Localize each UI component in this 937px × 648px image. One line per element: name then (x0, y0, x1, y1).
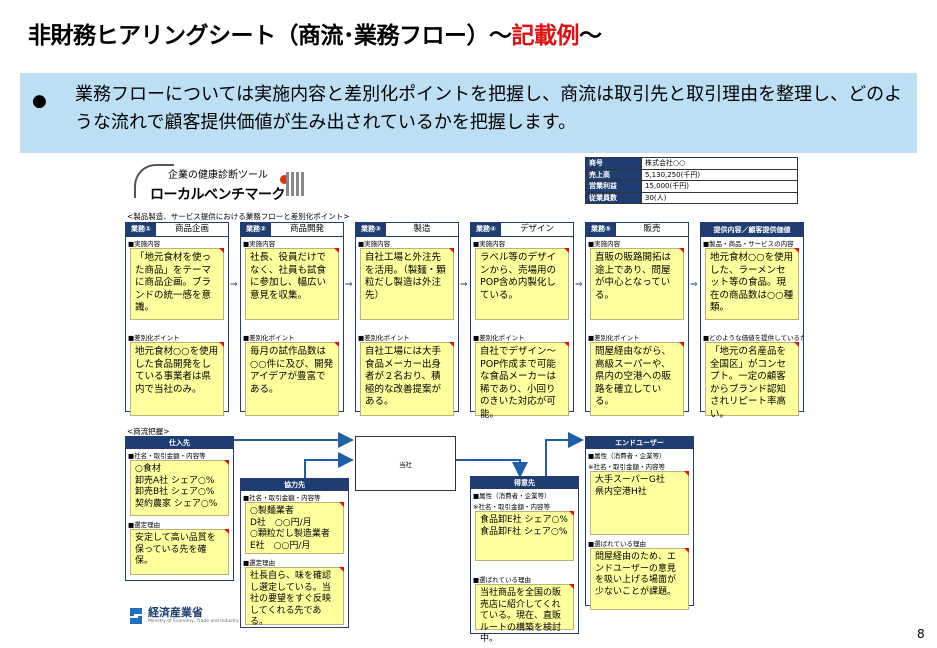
arrow-icon: ⇒ (230, 280, 238, 290)
building-icon (286, 172, 304, 196)
supplier-box: 仕入先 ■社名・取引金額・内容等 ○食材卸売A社 シェア○%卸売B社 シェア○%… (125, 436, 234, 581)
page-number: 8 (917, 627, 925, 641)
value-column: 提供内容／顧客提供価値 ■製品・商品・サービスの内容 地元食材○○を使用した、ラ… (700, 222, 804, 420)
summary-text: 業務フローについては実施内容と差別化ポイントを把握し、商流は取引先と取引理由を整… (75, 84, 903, 133)
own-company-box: 当社 (355, 436, 456, 491)
arrow-icon: ⇒ (345, 280, 353, 290)
customer-box: 得意先 ■属性（消費者・企業等） ※社名・取引金額・内容等 食品卸E社 シェア○… (470, 476, 579, 644)
table-row: 商号株式会社○○ (585, 157, 798, 170)
arrow-icon: ⇒ (460, 280, 468, 290)
summary-banner: ● 業務フローについては実施内容と差別化ポイントを把握し、商流は取引先と取引理由… (20, 73, 917, 153)
enduser-box: エンドユーザー ■属性（消費者・企業等） ※社名・取引金額・内容等 大手スーパー… (585, 436, 694, 610)
stethoscope-icon (134, 164, 174, 198)
red-dot-icon (280, 175, 289, 184)
flow-section-label: <製品製造、サービス提供における業務フローと差別化ポイント> (127, 212, 350, 221)
meti-mark-icon (130, 608, 142, 624)
arrow-icon: ⇒ (690, 280, 698, 290)
arrow-icon: ⇒ (575, 280, 583, 290)
localbench-logo: 企業の健康診断ツール ローカルベンチマーク (126, 162, 306, 210)
bullet-icon: ● (32, 91, 47, 111)
trade-section-label: <商流把握> (127, 427, 170, 436)
page-title: 非財務ヒアリングシート（商流･業務フロー）～記載例～ (28, 23, 602, 49)
